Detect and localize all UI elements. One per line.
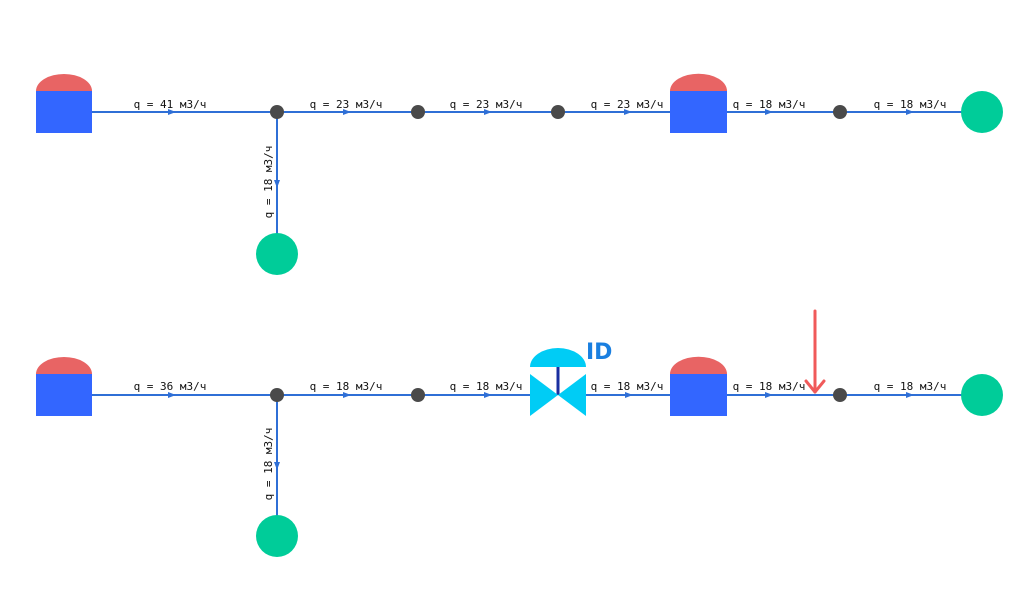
junction-node-icon[interactable] [411,388,425,402]
flow-arrow-icon [624,109,632,115]
flow-arrow-icon [343,109,351,115]
flow-label: q = 23 м3/ч [450,98,523,111]
flow-arrow-icon [765,109,773,115]
junction-node-icon[interactable] [270,388,284,402]
consumer-icon[interactable] [256,515,298,557]
flow-label: q = 18 м3/ч [874,380,947,393]
flow-arrow-icon [343,392,351,398]
flow-label: q = 18 м3/ч [733,380,806,393]
flow-arrow-icon [484,392,492,398]
flow-arrow-icon [906,392,914,398]
valve-icon[interactable] [530,348,586,416]
flow-label: q = 18 м3/ч [310,380,383,393]
flow-label: q = 23 м3/ч [591,98,664,111]
flow-arrow-icon [906,109,914,115]
flow-label: q = 18 м3/ч [262,146,275,219]
flow-label: q = 36 м3/ч [134,380,207,393]
flow-arrow-icon [274,180,280,188]
consumer-icon[interactable] [961,374,1003,416]
flow-label: q = 18 м3/ч [874,98,947,111]
flow-label: q = 18 м3/ч [262,428,275,501]
flow-label: q = 18 м3/ч [733,98,806,111]
junction-node-icon[interactable] [551,105,565,119]
flow-arrow-icon [765,392,773,398]
junction-node-icon[interactable] [833,105,847,119]
flow-arrow-icon [274,462,280,470]
flow-label: q = 41 м3/ч [134,98,207,111]
consumer-icon[interactable] [256,233,298,275]
flow-arrow-icon [168,109,176,115]
junction-node-icon[interactable] [270,105,284,119]
junction-node-icon[interactable] [411,105,425,119]
tank-icon[interactable] [670,356,727,416]
tank-icon[interactable] [670,73,727,133]
flow-arrow-icon [625,392,633,398]
flow-label: q = 23 м3/ч [310,98,383,111]
scheme-top: q = 41 м3/ч q = 23 м3/ч q = 23 м3/ч q = … [36,73,1003,275]
tank-icon[interactable] [36,357,92,416]
tank-icon[interactable] [36,74,92,133]
flow-label: q = 18 м3/ч [450,380,523,393]
consumer-icon[interactable] [961,91,1003,133]
scheme-bottom: q = 36 м3/ч q = 18 м3/ч q = 18 м3/ч q = … [36,309,1003,557]
flow-label: q = 18 м3/ч [591,380,664,393]
flow-arrow-icon [168,392,176,398]
valve-id-label: ID [586,340,612,365]
flow-arrow-icon [484,109,492,115]
arrow-down-icon [804,309,826,394]
junction-node-icon[interactable] [833,388,847,402]
